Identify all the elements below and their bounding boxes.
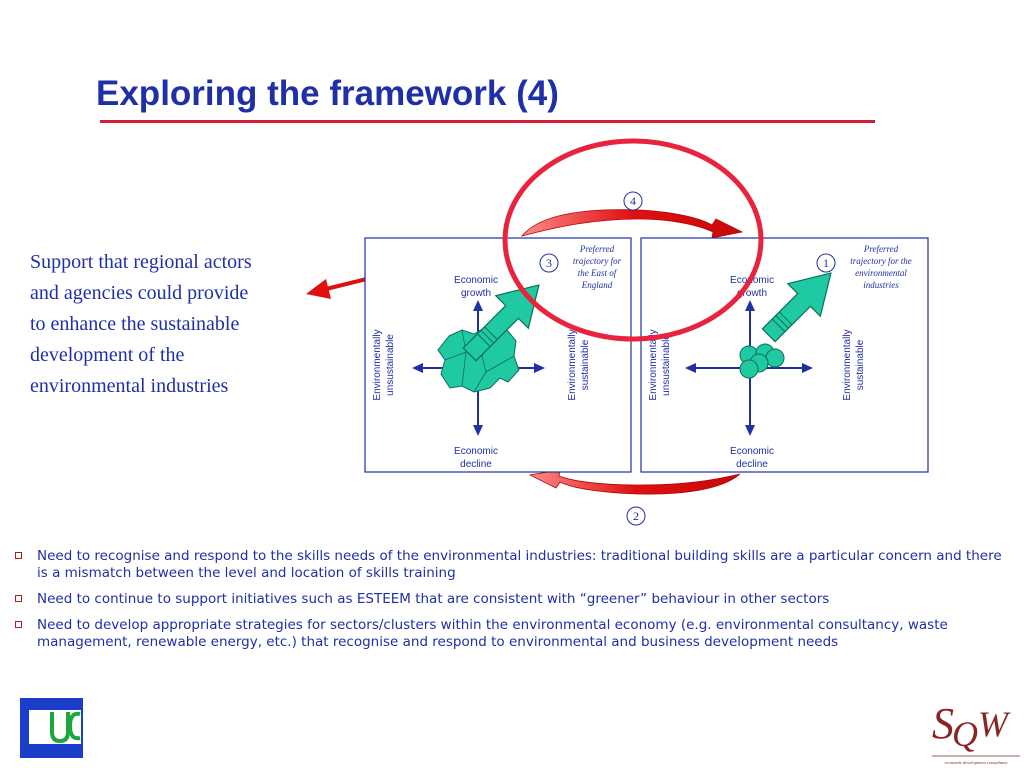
right-trajectory-note: Preferred [863,244,899,254]
bullet-item: Need to recognise and respond to the ski… [14,548,1014,582]
step-marker: 2 [626,506,646,526]
right-trajectory-note: environmental [855,268,907,278]
right-unsustainable-label: unsustainable [661,334,672,396]
bullet-item: Need to develop appropriate strategies f… [14,617,1014,651]
bullet-text: Need to develop appropriate strategies f… [37,617,948,650]
bullet-list: Need to recognise and respond to the ski… [14,548,1014,660]
bottom-arc-arrow [528,469,741,495]
bullet-square-icon [15,621,22,628]
right-unsustainable-label: Environmentally [648,329,659,400]
right-decline-label: decline [736,459,768,470]
left-growth-label: Economic [454,275,498,286]
right-framework-panel [640,237,929,473]
svg-text:1: 1 [823,256,829,270]
right-trajectory-note: trajectory for the [850,256,912,266]
left-decline-label: decline [460,459,492,470]
step-marker: 4 [623,191,643,211]
bullet-square-icon [15,595,22,602]
right-trajectory-arrow [761,272,832,343]
left-logo [20,698,83,758]
right-growth-label: growth [737,288,767,299]
top-arc-arrow [520,209,744,239]
svg-text:S: S [932,699,954,748]
callout-line: development of the [30,344,185,366]
title-underline [100,120,875,123]
left-trajectory-note: the East of [578,268,618,278]
framework-diagram: Economic growth Economic decline Environ… [306,138,929,526]
callout-line: Support that regional actors [30,251,252,273]
left-unsustainable-label: Environmentally [372,329,383,400]
callout-line: environmental industries [30,375,229,397]
step-marker: 1 [816,253,836,273]
callout-text: Support that regional actors and agencie… [30,247,322,402]
right-sustainable-label: sustainable [855,339,866,390]
cluster-circles [739,343,785,379]
left-sustainable-label: Environmentally [567,329,578,400]
left-growth-label: growth [461,288,491,299]
svg-text:Q: Q [952,714,978,754]
bullet-item: Need to continue to support initiatives … [14,591,1014,608]
svg-text:3: 3 [546,256,552,270]
right-logo-tagline: economic development consultants [944,760,1008,765]
bullet-square-icon [15,552,22,559]
highlight-ring [502,138,764,342]
right-trajectory-note: industries [863,280,899,290]
left-trajectory-note: England [581,280,613,290]
left-unsustainable-label: unsustainable [385,334,396,396]
bullet-text: Need to recognise and respond to the ski… [37,548,1002,581]
left-trajectory-note: Preferred [579,244,615,254]
right-decline-label: Economic [730,446,774,457]
svg-text:2: 2 [633,509,639,523]
bullet-text: Need to continue to support initiatives … [37,591,830,607]
right-sustainable-label: Environmentally [842,329,853,400]
step-marker: 3 [539,253,559,273]
callout-line: and agencies could provide [30,282,249,304]
left-trajectory-note: trajectory for [573,256,622,266]
left-trajectory-arrow [462,284,540,362]
callout-line: to enhance the sustainable [30,313,240,335]
left-decline-label: Economic [454,446,498,457]
svg-text:4: 4 [630,194,636,208]
right-logo: S Q W [932,699,1020,757]
slide-title: Exploring the framework (4) [96,74,559,113]
left-sustainable-label: sustainable [580,339,591,390]
svg-text:W: W [978,704,1011,744]
